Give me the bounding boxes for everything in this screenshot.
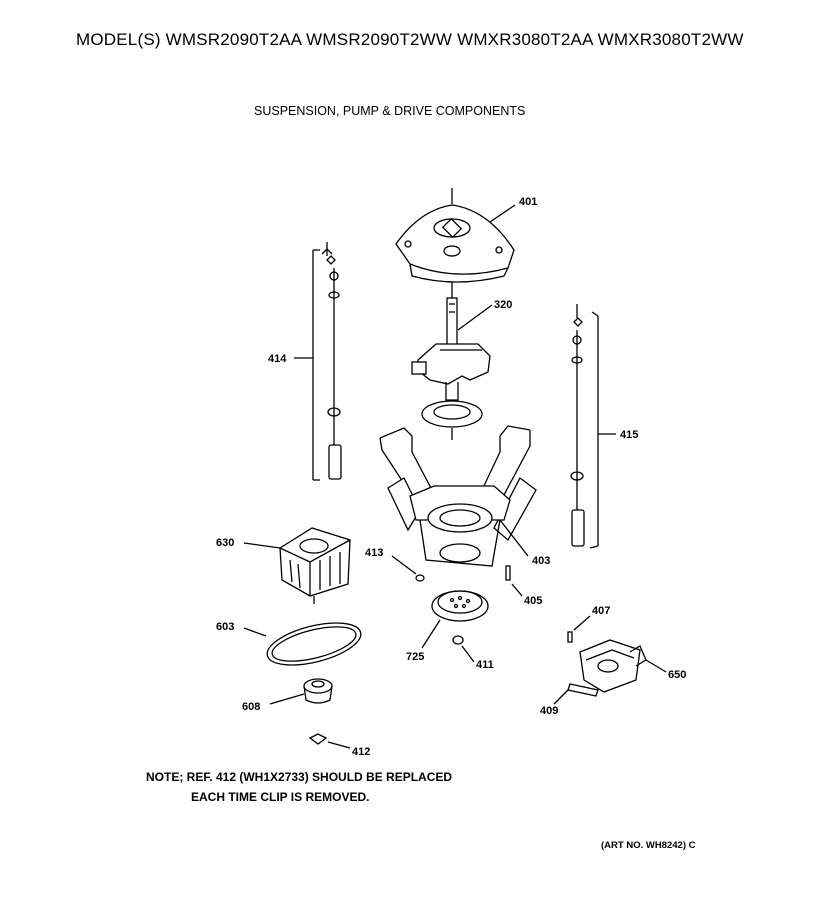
callout-320: 320 (494, 299, 512, 311)
callout-603: 603 (216, 621, 234, 633)
callout-411: 411 (476, 659, 494, 671)
part-415-suspension-rod (570, 304, 616, 549)
callout-403: 403 (532, 555, 550, 567)
part-401-cover (395, 188, 516, 283)
callout-405: 405 (524, 595, 542, 607)
part-650-pump (567, 639, 667, 697)
callout-412: 412 (352, 746, 370, 758)
part-608-pulley (269, 678, 333, 705)
part-320-transmission (411, 282, 493, 440)
part-403-bracket (379, 425, 537, 567)
callout-407: 407 (592, 605, 610, 617)
part-630-motor (243, 527, 351, 604)
part-725-pulley (421, 590, 489, 649)
callout-415: 415 (620, 429, 638, 441)
part-409-leader (553, 689, 569, 705)
callout-401: 401 (519, 196, 537, 208)
callout-608: 608 (242, 701, 260, 713)
part-603-belt (243, 622, 362, 666)
part-414-suspension-rod (294, 242, 342, 481)
part-412-clip (308, 733, 351, 749)
art-number: (ART NO. WH8242) C (601, 840, 696, 851)
part-407-screw (567, 615, 591, 643)
callout-413: 413 (365, 547, 383, 559)
note-line-2: EACH TIME CLIP IS REMOVED. (191, 790, 370, 804)
callout-630: 630 (216, 537, 234, 549)
model-numbers: MODEL(S) WMSR2090T2AA WMSR2090T2WW WMXR3… (76, 30, 744, 49)
callout-725: 725 (406, 651, 424, 663)
part-413-nut (391, 555, 425, 582)
callout-414: 414 (268, 353, 287, 365)
callout-650: 650 (668, 669, 686, 681)
note-line-1: NOTE; REF. 412 (WH1X2733) SHOULD BE REPL… (146, 770, 453, 784)
part-411-nut (452, 635, 475, 663)
callout-409: 409 (540, 705, 558, 717)
section-title: SUSPENSION, PUMP & DRIVE COMPONENTS (254, 104, 526, 118)
part-405-screw (505, 565, 523, 597)
